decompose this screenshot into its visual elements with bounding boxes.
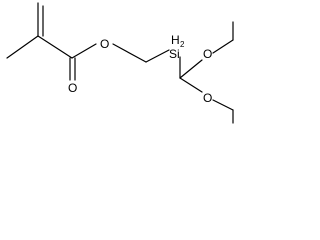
lower-methoxy-methyl-bond (212, 99, 234, 111)
silicon-hydrogen-count: 2 (180, 40, 185, 49)
ester-oxygen-label: O (100, 37, 109, 51)
ch-lower-o-bond (179, 77, 203, 93)
structure-canvas: O O Si H 2 O O (0, 0, 254, 126)
ch2-si-bond (145, 49, 170, 63)
ch-upper-o-bond (179, 59, 203, 79)
alpha-carbonyl-bond (37, 35, 73, 59)
upper-methoxy-methyl-bond (212, 39, 234, 54)
carbonyl-ester-o-bond (71, 43, 97, 59)
molecule-diagram: O O Si H 2 O O (6, 2, 234, 124)
silicon-hydrogen-label: H (171, 33, 180, 47)
carbonyl-oxygen-label: O (68, 81, 77, 95)
methoxy-oxygen-lower-label: O (203, 91, 212, 105)
methoxy-oxygen-upper-label: O (203, 47, 212, 61)
ester-o-ch2-bond (112, 43, 147, 63)
methyl-bond (6, 35, 39, 59)
silicon-label: Si (169, 47, 180, 61)
